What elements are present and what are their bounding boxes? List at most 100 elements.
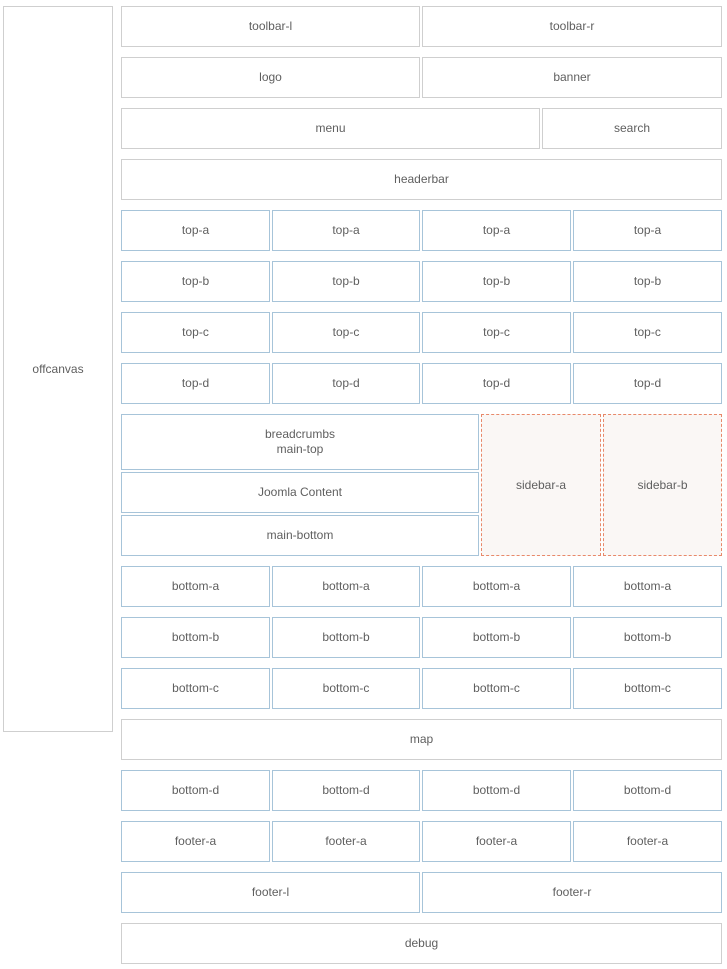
joomla-content-position: Joomla Content <box>121 472 479 513</box>
joomla-content-label: Joomla Content <box>257 485 343 499</box>
top-b-label: top-b <box>181 274 210 288</box>
top-d-position: top-d <box>422 363 571 404</box>
footer-a-label: footer-a <box>626 834 669 848</box>
bottom-a-position: bottom-a <box>573 566 722 607</box>
bottom-d-position: bottom-d <box>573 770 722 811</box>
footer-l-label: footer-l <box>251 885 290 899</box>
menu-position: menu <box>121 108 540 149</box>
footer-r-position: footer-r <box>422 872 722 913</box>
bottom-d-position: bottom-d <box>422 770 571 811</box>
top-c-label: top-c <box>483 325 510 339</box>
top-c-label: top-c <box>634 325 661 339</box>
footer-r-label: footer-r <box>552 885 592 899</box>
bottom-a-position: bottom-a <box>121 566 270 607</box>
bottom-c-position: bottom-c <box>272 668 420 709</box>
bottom-d-label: bottom-d <box>171 783 220 797</box>
bottom-b-position: bottom-b <box>422 617 571 658</box>
top-d-label: top-d <box>482 376 511 390</box>
bottom-c-label: bottom-c <box>473 681 520 695</box>
bottom-c-position: bottom-c <box>422 668 571 709</box>
bottom-c-position: bottom-c <box>573 668 722 709</box>
top-c-position: top-c <box>272 312 420 353</box>
toolbar-l-position: toolbar-l <box>121 6 420 47</box>
banner-position: banner <box>422 57 722 98</box>
top-d-position: top-d <box>573 363 722 404</box>
sidebar-a-position: sidebar-a <box>481 414 601 556</box>
top-a-label: top-a <box>633 223 662 237</box>
top-a-label: top-a <box>181 223 210 237</box>
top-d-position: top-d <box>272 363 420 404</box>
bottom-b-label: bottom-b <box>472 630 521 644</box>
sidebar-b-label: sidebar-b <box>637 477 688 492</box>
main-bottom-label: main-bottom <box>266 528 334 542</box>
bottom-c-label: bottom-c <box>624 681 671 695</box>
toolbar-r-label: toolbar-r <box>549 19 595 33</box>
bottom-a-label: bottom-a <box>623 579 672 593</box>
top-b-position: top-b <box>121 261 270 302</box>
footer-a-position: footer-a <box>422 821 571 862</box>
sidebar-b-position: sidebar-b <box>603 414 722 556</box>
top-c-position: top-c <box>573 312 722 353</box>
debug-position: debug <box>121 923 722 964</box>
main-top-label: main-top <box>276 442 324 456</box>
toolbar-l-label: toolbar-l <box>248 19 293 33</box>
bottom-a-label: bottom-a <box>472 579 521 593</box>
footer-a-label: footer-a <box>475 834 518 848</box>
bottom-c-label: bottom-c <box>322 681 370 695</box>
sidebar-a-label: sidebar-a <box>515 477 567 492</box>
search-label: search <box>613 121 651 135</box>
breadcrumbs-label: breadcrumbs <box>264 427 336 441</box>
footer-a-label: footer-a <box>325 834 367 848</box>
top-b-label: top-b <box>633 274 662 288</box>
headerbar-position: headerbar <box>121 159 722 200</box>
bottom-c-label: bottom-c <box>172 681 219 695</box>
main-bottom-position: main-bottom <box>121 515 479 556</box>
bottom-b-position: bottom-b <box>573 617 722 658</box>
top-d-label: top-d <box>332 376 360 390</box>
breadcrumbs-main-top-position: breadcrumbs main-top <box>121 414 479 470</box>
bottom-a-position: bottom-a <box>422 566 571 607</box>
top-a-position: top-a <box>121 210 270 251</box>
top-a-label: top-a <box>332 223 360 237</box>
map-position: map <box>121 719 722 760</box>
bottom-b-label: bottom-b <box>322 630 370 644</box>
map-label: map <box>409 732 434 746</box>
offcanvas-position: offcanvas <box>3 6 113 732</box>
top-c-label: top-c <box>332 325 360 339</box>
bottom-c-position: bottom-c <box>121 668 270 709</box>
bottom-d-position: bottom-d <box>272 770 420 811</box>
bottom-a-position: bottom-a <box>272 566 420 607</box>
top-d-label: top-d <box>181 376 210 390</box>
top-a-label: top-a <box>482 223 511 237</box>
debug-label: debug <box>404 936 439 950</box>
bottom-b-label: bottom-b <box>171 630 220 644</box>
toolbar-r-position: toolbar-r <box>422 6 722 47</box>
top-d-label: top-d <box>633 376 662 390</box>
bottom-a-label: bottom-a <box>171 579 220 593</box>
headerbar-label: headerbar <box>394 172 449 186</box>
bottom-d-label: bottom-d <box>322 783 370 797</box>
banner-label: banner <box>553 70 591 84</box>
logo-position: logo <box>121 57 420 98</box>
bottom-d-label: bottom-d <box>623 783 672 797</box>
logo-label: logo <box>259 70 282 84</box>
offcanvas-label: offcanvas <box>32 361 84 376</box>
footer-l-position: footer-l <box>121 872 420 913</box>
top-a-position: top-a <box>573 210 722 251</box>
bottom-b-position: bottom-b <box>272 617 420 658</box>
top-b-label: top-b <box>482 274 511 288</box>
search-position: search <box>542 108 722 149</box>
footer-a-position: footer-a <box>573 821 722 862</box>
bottom-a-label: bottom-a <box>322 579 370 593</box>
top-c-label: top-c <box>182 325 209 339</box>
bottom-b-label: bottom-b <box>623 630 672 644</box>
top-a-position: top-a <box>272 210 420 251</box>
top-b-label: top-b <box>332 274 360 288</box>
bottom-d-label: bottom-d <box>472 783 521 797</box>
footer-a-position: footer-a <box>272 821 420 862</box>
top-d-position: top-d <box>121 363 270 404</box>
top-c-position: top-c <box>422 312 571 353</box>
top-b-position: top-b <box>272 261 420 302</box>
menu-label: menu <box>315 121 346 135</box>
footer-a-position: footer-a <box>121 821 270 862</box>
